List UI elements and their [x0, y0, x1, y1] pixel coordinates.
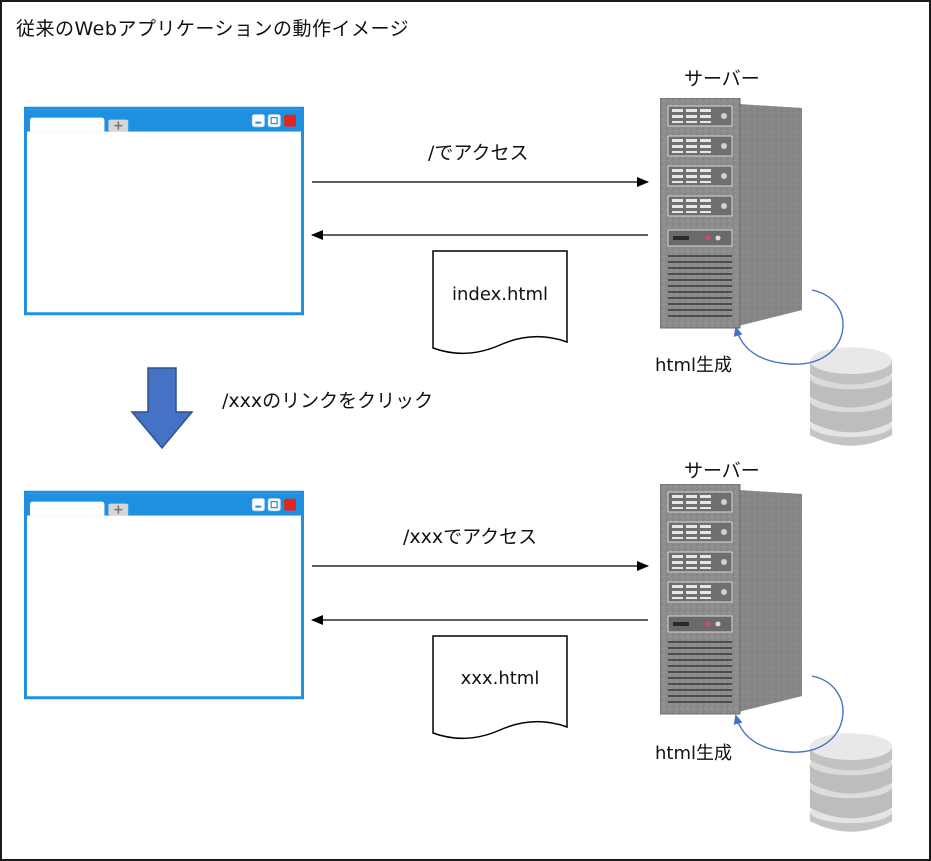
transition-label: /xxxのリンクをクリック: [222, 390, 434, 412]
browser-window-2: [24, 490, 304, 700]
document-label-1: index.html: [452, 284, 548, 305]
server-icon-2: [660, 484, 803, 715]
database-icon-2: [809, 733, 893, 832]
request-label-2: /xxxでアクセス: [403, 526, 538, 548]
generate-label-1: html生成: [655, 355, 733, 376]
server-icon-1: [660, 98, 803, 329]
server-label-2: サーバー: [684, 460, 760, 482]
browser-window-1: [24, 106, 304, 316]
generate-arrow-1: [733, 289, 844, 365]
request-label-1: /でアクセス: [428, 142, 529, 164]
down-arrow-icon: [130, 367, 194, 450]
server-label-1: サーバー: [684, 68, 760, 90]
diagram-title: 従来のWebアプリケーションの動作イメージ: [16, 18, 410, 40]
generate-arrow-2: [733, 675, 844, 753]
document-label-2: xxx.html: [460, 668, 540, 689]
generate-label-2: html生成: [655, 743, 733, 764]
database-icon-1: [809, 347, 893, 446]
